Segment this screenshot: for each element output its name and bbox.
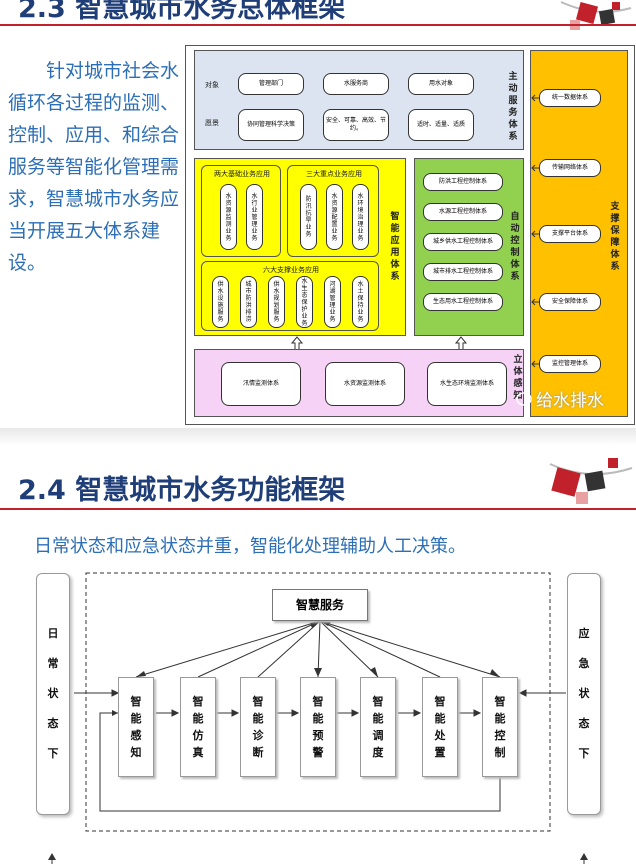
six-support-item: 河湖管理业务: [324, 276, 341, 328]
main-service-title: 主动服务体系: [508, 72, 518, 142]
ac-item: 防洪工程控制体系: [423, 173, 503, 191]
six-support-item: 供水规划服务: [268, 276, 285, 328]
perception-item: 水资源监测体系: [325, 362, 405, 406]
function-box-diagnosis: 智能诊断: [240, 677, 276, 777]
wechat-label: 给水排水: [536, 391, 604, 411]
section1-heading: 2.3 智慧城市水务总体框架: [18, 0, 346, 24]
section2-heading: 2.4 智慧城市水务功能框架: [18, 475, 346, 506]
framework-diagram: 对象 愿景 管理部门 水服务商 用水对象 协同管理科学决策 安全、可靠、高效、节…: [185, 45, 635, 425]
support-panel: 统一数据体系 传输网络体系 支撑平台体系 安全保障体系 监控管理体系 支撑保障体…: [530, 50, 628, 417]
ac-item: 城乡供水工程控制体系: [423, 233, 503, 251]
three-business-item: 防汛抗旱业务: [300, 184, 317, 250]
six-support-item: 城市防洪排涝: [240, 276, 257, 328]
emergency-state-panel: 应急状态下: [567, 573, 601, 815]
wechat-icon: [516, 391, 532, 406]
row-label-vision: 愿景: [205, 119, 219, 127]
ms-item-users: 用水对象: [408, 73, 474, 95]
section2-rule: [0, 508, 636, 510]
arrow-left-icon: [531, 94, 540, 102]
six-support-item: 水土保持业务: [352, 276, 369, 328]
two-business-item: 水行业管理业务: [246, 184, 263, 250]
function-box-warning: 智能预警: [300, 677, 336, 777]
top-rule: [0, 24, 636, 26]
perception-item: 汛情监测体系: [221, 362, 301, 406]
six-support-title: 六大支撑业务应用: [263, 266, 319, 274]
function-box-control: 智能控制: [482, 677, 518, 777]
smart-app-panel: 两大基础业务应用 水资源监测业务 水行业管理业务 三大重点业务应用 防汛抗旱业务…: [194, 158, 406, 336]
ms-item-provider: 水服务商: [323, 73, 389, 95]
perception-panel: 汛情监测体系 水资源监测体系 水生态环境监测体系 立体感知: [194, 349, 524, 417]
ms-item-mgmt: 管理部门: [238, 73, 304, 95]
six-support-item: 供水设施服务: [212, 276, 229, 328]
support-item: 传输网络体系: [539, 159, 601, 177]
section-separator: [0, 428, 636, 446]
ms-vision-provider: 安全、可靠、高效、节约。: [323, 109, 389, 141]
ac-item: 水源工程控制体系: [423, 203, 503, 221]
three-business-item: 水资源配置业务: [326, 184, 343, 250]
function-box-dispatch: 智能调度: [360, 677, 396, 777]
three-business-title: 三大重点业务应用: [306, 170, 362, 178]
ms-vision-users: 适时、适量、适质: [408, 109, 474, 141]
three-business-box: 三大重点业务应用 防汛抗旱业务 水资源配置业务 水环境治理业务: [287, 165, 379, 257]
two-business-item: 水资源监测业务: [220, 184, 237, 250]
support-item: 统一数据体系: [539, 89, 601, 107]
arrow-left-icon: [531, 360, 540, 368]
diagram-lines: [48, 572, 588, 864]
support-item: 监控管理体系: [539, 355, 601, 373]
cube-logo-icon: [560, 1, 632, 30]
three-business-item: 水环境治理业务: [352, 184, 369, 250]
function-box-simulation: 智能仿真: [180, 677, 216, 777]
cube-logo-icon: [549, 458, 633, 504]
ac-item: 城市排水工程控制体系: [423, 263, 503, 281]
six-support-item: 水生态保护业务: [296, 276, 313, 328]
daily-state-panel: 日常状态下: [36, 573, 70, 815]
function-diagram: 智慧服务 智能感知 智能仿真 智能诊断 智能预警 智能调度 智能处置 智能控制 …: [0, 565, 636, 864]
section2-subtitle: 日常状态和应急状态并重，智能化处理辅助人工决策。: [34, 536, 466, 557]
support-item: 支撑平台体系: [539, 225, 601, 243]
arrow-left-icon: [531, 164, 540, 172]
wechat-watermark: 给水排水: [516, 386, 604, 411]
smart-service-box: 智慧服务: [272, 589, 368, 621]
two-business-title: 两大基础业务应用: [214, 170, 270, 178]
arrow-left-icon: [531, 298, 540, 306]
auto-control-title: 自动控制体系: [510, 212, 520, 282]
support-item: 安全保障体系: [539, 293, 601, 311]
function-box-perception: 智能感知: [118, 677, 154, 777]
auto-control-panel: 防洪工程控制体系 水源工程控制体系 城乡供水工程控制体系 城市排水工程控制体系 …: [414, 158, 524, 336]
six-support-box: 六大支撑业务应用 供水设施服务 城市防洪排涝 供水规划服务 水生态保护业务 河湖…: [201, 261, 379, 331]
two-business-box: 两大基础业务应用 水资源监测业务 水行业管理业务: [201, 165, 281, 257]
perception-item: 水生态环境监测体系: [427, 362, 507, 406]
support-title: 支撑保障体系: [610, 202, 620, 272]
row-label-object: 对象: [205, 81, 219, 89]
intro-paragraph: 针对城市社会水循环各过程的监测、控制、应用、和综合服务等智能化管理需求，智慧城市…: [8, 60, 180, 274]
function-box-disposal: 智能处置: [422, 677, 458, 777]
arrow-left-icon: [531, 230, 540, 238]
ac-item: 生态用水工程控制体系: [423, 293, 503, 311]
ms-vision-mgmt: 协同管理科学决策: [238, 109, 304, 141]
main-service-panel: 对象 愿景 管理部门 水服务商 用水对象 协同管理科学决策 安全、可靠、高效、节…: [194, 50, 524, 150]
smart-app-title: 智能应用体系: [390, 212, 400, 282]
